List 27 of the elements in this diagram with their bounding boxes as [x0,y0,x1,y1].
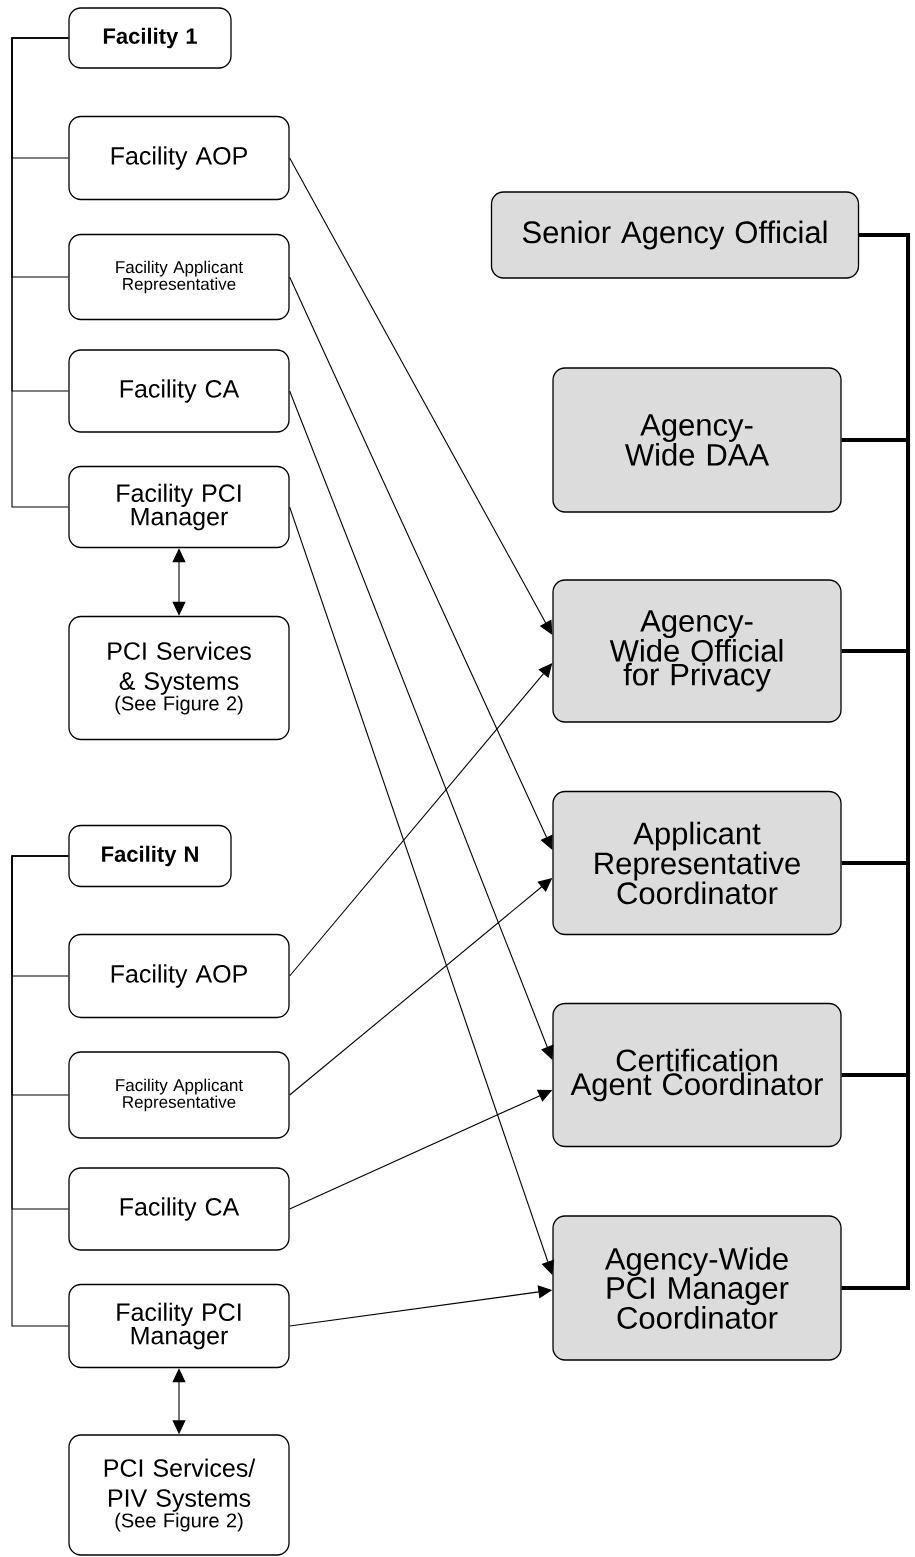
official-box: Senior Agency Official [490,191,860,279]
role-box: Facility CA [68,1167,290,1251]
role-box: Facility AOP [68,115,290,201]
role-box: Facility CA [68,349,290,433]
official-box: Agency-Wide DAA [552,367,842,513]
services-box: PCI Services & Systems (See Figure 2) [68,615,290,741]
facility-box: Facility N [68,824,232,888]
double-arrow [172,548,186,616]
role-box: Facility Applicant Representative [68,1051,290,1139]
tree-line [841,233,910,1290]
services-box: PCI Services/ PIV Systems (See Figure 2) [68,1434,290,1556]
role-box: Facility PCI Manager [68,1283,290,1369]
arrow [289,663,553,977]
role-box: Facility PCI Manager [68,465,290,549]
tree-line [11,37,69,508]
official-box: Agency-Wide Official for Privacy [552,579,842,723]
arrow [289,390,554,1060]
arrow [289,276,553,850]
coordinator-box: Agency-Wide PCI Manager Coordinator [552,1215,842,1361]
role-box: Facility AOP [68,933,290,1019]
facility-box: Facility 1 [68,7,232,69]
tree-line [11,855,69,1327]
role-box: Facility Applicant Representative [68,233,290,321]
coordinator-box: Certification Agent Coordinator [552,1002,842,1148]
arrow [289,506,555,1275]
coordinator-box: Applicant Representative Coordinator [552,790,842,936]
arrow [289,157,553,635]
